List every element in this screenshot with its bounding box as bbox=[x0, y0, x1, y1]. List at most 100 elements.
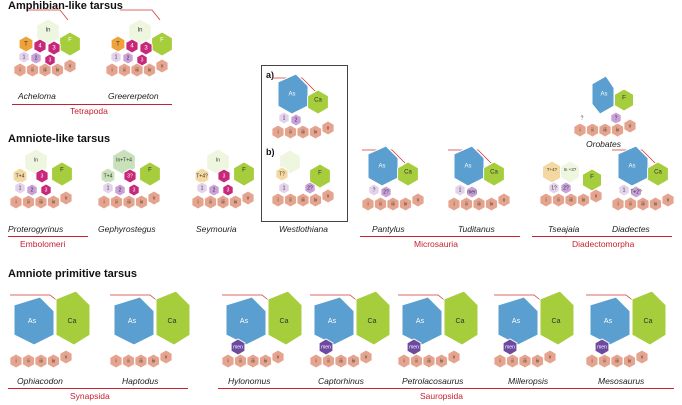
hylonomus-tarsal-label-3: iii bbox=[251, 358, 254, 364]
westlothiana-a-label-1: 1 bbox=[283, 115, 286, 121]
acheloma-outline bbox=[28, 9, 69, 21]
petrolacosaurus-label-ca: Ca bbox=[456, 318, 465, 325]
specimen-name-proterogyrinus: Proterogyrinus bbox=[8, 224, 64, 234]
gephyrostegus-centrale-2 bbox=[114, 183, 126, 197]
specimen-name-petrolacosaurus: Petrolacosaurus bbox=[402, 376, 464, 386]
milleropsis-calcaneum bbox=[539, 290, 575, 346]
haptodus-tarsal-label-3: iii bbox=[139, 358, 142, 364]
seymouria-tarsal-label-2: ii bbox=[209, 199, 211, 205]
hylonomus-tarsal-label-1: i bbox=[227, 358, 228, 364]
diadectes-label-ca: Ca bbox=[654, 170, 662, 176]
proterogyrinus-centrale-2 bbox=[26, 183, 38, 197]
proterogyrinus-tarsal-label-2: ii bbox=[27, 199, 29, 205]
seymouria-label-1: 1 bbox=[201, 185, 204, 191]
captorhinus-tarsal-label-4: iv bbox=[352, 358, 356, 364]
westlothiana-a-calcaneum bbox=[307, 89, 329, 115]
diadectes-tarsal-label-5: v bbox=[667, 197, 670, 203]
specimen-name-pantylus: Pantylus bbox=[372, 224, 405, 234]
seymouria-label-3b: 3 bbox=[227, 187, 230, 193]
group-line-embolomeri bbox=[8, 236, 88, 237]
greererpeton-centrale-1 bbox=[110, 50, 122, 64]
westlothiana-b-fibulare bbox=[309, 163, 331, 189]
orobates-label-q1: ? bbox=[581, 115, 584, 121]
tuditanus-label-ca: Ca bbox=[490, 170, 498, 176]
seymouria-centrale-3b bbox=[222, 183, 234, 197]
pantylus-calcaneum bbox=[397, 161, 419, 187]
greererpeton-tarsal-label-1: i bbox=[111, 67, 112, 73]
tuditanus-tarsal-label-5: v bbox=[503, 197, 506, 203]
diadectes-label-as: As bbox=[628, 164, 635, 170]
acheloma-centrale-3 bbox=[47, 40, 61, 56]
group-label-tetrapoda: Tetrapoda bbox=[70, 106, 108, 116]
mesosaurus-tarsal-5 bbox=[635, 349, 649, 365]
milleropsis-tarsal-label-4: iv bbox=[536, 358, 540, 364]
westlothiana-a-label-as: As bbox=[288, 92, 295, 98]
greererpeton-label-1: 1 bbox=[115, 54, 118, 60]
greererpeton-tarsal-5 bbox=[155, 58, 169, 74]
tuditanus-label-as: As bbox=[464, 164, 471, 170]
greererpeton-outline bbox=[120, 9, 161, 21]
ophiacodon-tarsal-label-1: i bbox=[15, 358, 16, 364]
gephyrostegus-label-in: In+T+4 bbox=[116, 157, 132, 163]
proterogyrinus-label-in: In bbox=[34, 157, 38, 163]
milleropsis-tarsal-5 bbox=[543, 349, 557, 365]
greererpeton-label-t: T bbox=[116, 42, 120, 48]
orobates-tarsal-label-1: i bbox=[579, 127, 580, 133]
mesosaurus-tarsal-label-4: iv bbox=[628, 358, 632, 364]
seymouria-tarsal-label-1: i bbox=[197, 199, 198, 205]
tseajaia-centrale-1 bbox=[548, 181, 560, 195]
milleropsis-label-men: men bbox=[505, 344, 515, 350]
section-title-amniote-primitive: Amniote primitive tarsus bbox=[8, 268, 137, 280]
specimen-name-westlothiana: Westlothiana bbox=[279, 224, 328, 234]
pantylus-centrale-2 bbox=[380, 185, 392, 199]
petrolacosaurus-tarsal-label-5: v bbox=[453, 354, 456, 360]
mesosaurus-tarsal-label-5: v bbox=[641, 354, 644, 360]
gephyrostegus-label-3: 3? bbox=[127, 173, 133, 179]
captorhinus-tarsal-label-2: ii bbox=[327, 358, 329, 364]
pantylus-centrale-1 bbox=[368, 183, 380, 197]
mesosaurus-tarsal-label-3: iii bbox=[615, 358, 618, 364]
westlothiana-b-label-tq: T? bbox=[279, 171, 285, 177]
westlothiana-a-centrale-1 bbox=[278, 111, 290, 125]
orobates-label-as: As bbox=[600, 92, 607, 98]
proterogyrinus-fibulare bbox=[51, 161, 73, 187]
group-label-synapsida: Synapsida bbox=[70, 391, 110, 401]
group-label-microsauria: Microsauria bbox=[414, 239, 458, 249]
specimen-name-orobates: Orobates bbox=[586, 139, 621, 149]
group-line-diadectomorpha bbox=[532, 236, 672, 237]
acheloma-centrale-4 bbox=[33, 38, 47, 54]
acheloma-tarsal-label-5: v bbox=[69, 63, 72, 69]
diadectes-tarsal-label-2: ii bbox=[629, 201, 631, 207]
orobates-fibulare bbox=[614, 88, 634, 112]
haptodus-label-ca: Ca bbox=[168, 318, 177, 325]
proterogyrinus-label-1: 1 bbox=[19, 185, 22, 191]
proterogyrinus-tarsal-label-5: v bbox=[65, 195, 68, 201]
pantylus-label-2: 2? bbox=[383, 189, 389, 195]
tuditanus-label-2: men bbox=[467, 189, 477, 195]
seymouria-centrale-1 bbox=[196, 181, 208, 195]
westlothiana-b-tarsal-label-1: i bbox=[277, 197, 278, 203]
seymouria-centrale-2 bbox=[208, 183, 220, 197]
seymouria-label-2: 2 bbox=[213, 187, 216, 193]
acheloma-tarsal-5 bbox=[63, 58, 77, 74]
westlothiana-a-tarsal-label-3: iii bbox=[301, 129, 304, 135]
tseajaia-label-in: In +3? bbox=[564, 167, 577, 172]
group-label-embolomeri: Embolomeri bbox=[20, 239, 66, 249]
proterogyrinus-label-3b: 3 bbox=[45, 187, 48, 193]
milleropsis-tarsal-label-2: ii bbox=[511, 358, 513, 364]
ophiacodon-tarsal-label-5: v bbox=[65, 354, 68, 360]
petrolacosaurus-tarsal-label-1: i bbox=[403, 358, 404, 364]
seymouria-label-3: 3 bbox=[223, 173, 226, 179]
acheloma-centrale-1 bbox=[18, 50, 30, 64]
seymouria-tarsal-label-4: iv bbox=[234, 199, 238, 205]
greererpeton-label-in: In bbox=[137, 28, 142, 34]
panel-label-a: a) bbox=[266, 70, 275, 80]
hylonomus-label-ca: Ca bbox=[280, 318, 289, 325]
acheloma-label-4: 4 bbox=[38, 44, 42, 50]
seymouria-tarsal-5 bbox=[241, 190, 255, 206]
westlothiana-a-tarsal-label-2: ii bbox=[289, 129, 291, 135]
petrolacosaurus-astragalus bbox=[401, 296, 443, 346]
gephyrostegus-tarsal-label-3: iii bbox=[127, 199, 130, 205]
acheloma-label-3: 3 bbox=[52, 46, 56, 52]
